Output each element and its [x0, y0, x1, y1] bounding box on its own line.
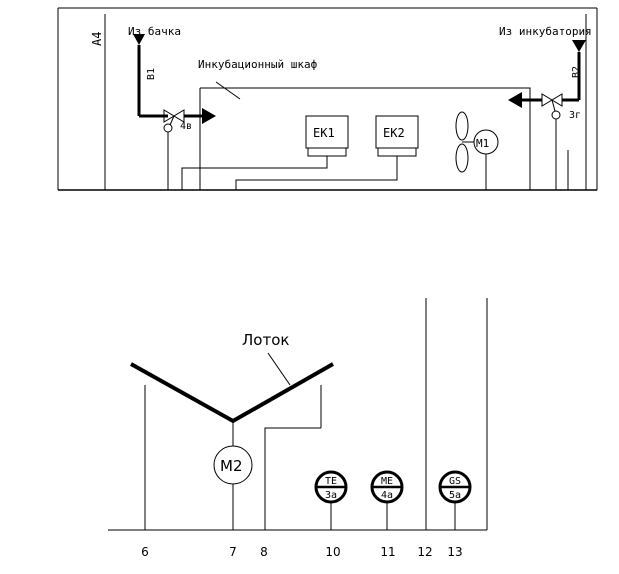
right-source-label: Из инкубатория [499, 25, 592, 38]
heater-ek1-wire [181, 156, 328, 172]
line-number-10: 10 [325, 545, 340, 559]
instrument-gs-bottom: 5a [449, 490, 461, 501]
instrument-gs-top: GS [449, 476, 461, 487]
tray-label-leader [267, 352, 291, 386]
line-number-11: 11 [380, 545, 395, 559]
sheet-frame [57, 7, 598, 190]
right-valve-stem [551, 99, 556, 112]
line-number-13: 13 [447, 545, 462, 559]
right-valve-icon [551, 93, 563, 107]
cabinet-label: Инкубационный шкаф [198, 58, 318, 71]
left-valve-stem [169, 115, 175, 126]
line-number-6: 6 [141, 545, 149, 559]
right-inlet-arrow-icon [508, 92, 522, 108]
sheet-label: A4 [90, 32, 104, 46]
fan-blade-top-icon [455, 111, 469, 141]
heater-ek2-wire [235, 156, 398, 190]
right-sensor-label: B2 [571, 66, 582, 78]
right-valve-label: 3г [569, 110, 581, 121]
heater-ek2-label: EK2 [383, 126, 405, 140]
right-valve-actuator-icon [551, 110, 561, 120]
bottom-section: Лоток M2 TE 3a ME 4a GS 5a [108, 298, 488, 559]
instrument-me-top: ME [381, 476, 393, 487]
instrument-te-top: TE [325, 476, 337, 487]
heater-ek1-label: EK1 [313, 126, 335, 140]
tray-right-wire [264, 427, 321, 530]
fan-blade-bottom-icon [455, 143, 469, 173]
left-inlet-arrow-icon [202, 108, 216, 124]
left-valve-icon [163, 109, 175, 123]
top-section: A4 Инкубационный шкаф Из бачка B1 4в Из … [57, 7, 598, 191]
left-valve-label: 4в [180, 121, 192, 132]
left-sensor-label: B1 [146, 68, 157, 80]
left-valve-actuator-icon [163, 123, 173, 133]
tray-label: Лоток [242, 331, 289, 349]
line-number-8: 8 [260, 545, 268, 559]
instrument-te-bottom: 3a [325, 490, 337, 501]
right-source-arrow-icon [572, 40, 586, 52]
cabinet-label-leader [215, 81, 241, 100]
line-number-7: 7 [229, 545, 237, 559]
line-number-12: 12 [417, 545, 432, 559]
heater-ek1-base [307, 147, 347, 157]
left-source-arrow-icon [133, 34, 145, 45]
fan-motor-m1-label: M1 [476, 137, 489, 150]
heater-ek2-base [377, 147, 417, 157]
tray-shape [130, 362, 334, 424]
right-valve-icon-b [541, 93, 553, 107]
tray-motor-m2-label: M2 [220, 457, 243, 475]
cabinet-outline [199, 87, 531, 190]
instrument-me-bottom: 4a [381, 490, 393, 501]
